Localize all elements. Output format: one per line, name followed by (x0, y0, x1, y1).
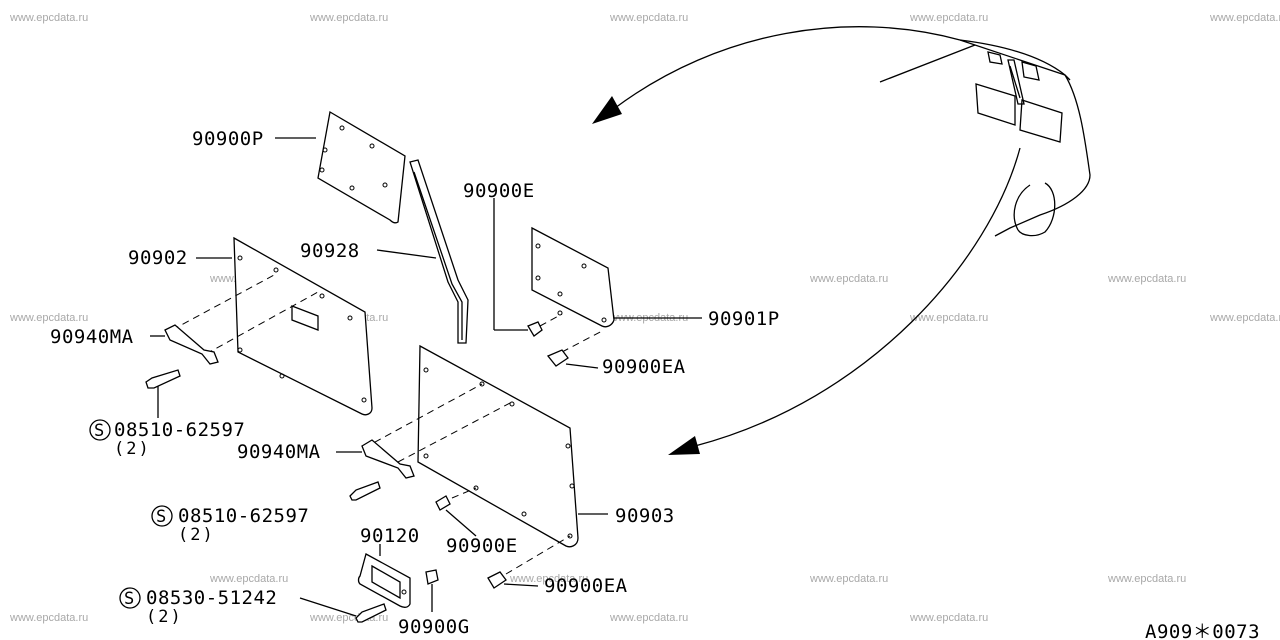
screw-08510-upper: S (89, 369, 181, 441)
label-qty-08510-upper: (2) (114, 439, 151, 459)
screw-symbol: S (156, 507, 166, 527)
label-90900G: 90900G (398, 616, 470, 638)
label-90903: 90903 (615, 505, 675, 527)
clip-90900G (425, 569, 439, 612)
handle-90940MA-upper (150, 324, 219, 365)
watermark: www.epcdata.ru (9, 312, 88, 324)
label-90940MA-lower: 90940MA (237, 441, 321, 463)
panel-90903 (363, 344, 608, 575)
label-90902: 90902 (128, 247, 188, 269)
watermark: www.epcdata.ru (9, 12, 88, 24)
watermark: www.epcdata.ru (1107, 573, 1186, 585)
watermark: www.epcdata.ru (609, 12, 688, 24)
screw-symbol-icon (151, 505, 173, 527)
watermark: www.epcdata.ru (1209, 12, 1280, 24)
watermark: www.epcdata.ru (909, 612, 988, 624)
label-90900E-lower: 90900E (446, 535, 518, 557)
watermark: www.epcdata.ru (209, 573, 288, 585)
panel-90901P (493, 198, 702, 369)
vehicle-outline (879, 39, 1091, 237)
label-qty-08510-lower: (2) (178, 525, 215, 545)
watermark: www.epcdata.ru (9, 612, 88, 624)
label-90900EA-lower: 90900EA (544, 575, 628, 597)
clip-90900EA-lower (487, 571, 539, 589)
screw-08530: S (119, 587, 387, 623)
label-90120: 90120 (360, 525, 420, 547)
label-90940MA-upper: 90940MA (50, 326, 134, 348)
watermark: www.epcdata.ru (909, 12, 988, 24)
label-90900P: 90900P (192, 128, 264, 150)
watermark: www.epcdata.ru (809, 273, 888, 285)
strip-90928 (376, 159, 469, 344)
label-08510-lower: 08510-62597 (178, 505, 309, 527)
screw-08510-lower: S (151, 481, 381, 527)
label-90901P: 90901P (708, 308, 780, 330)
label-qty-08530: (2) (146, 607, 183, 627)
screw-symbol-icon (119, 587, 141, 609)
watermarks: www.epcdata.ru www.epcdata.ru www.epcdat… (9, 12, 1280, 624)
screw-symbol: S (124, 589, 134, 609)
plate-90120 (357, 544, 411, 608)
watermark: www.epcdata.ru (1107, 273, 1186, 285)
panel-90900P (275, 110, 406, 224)
handle-90940MA-lower (336, 439, 415, 479)
watermark: www.epcdata.ru (809, 573, 888, 585)
watermark: www.epcdata.ru (309, 12, 388, 24)
label-08530: 08530-51242 (146, 587, 277, 609)
label-90900EA-upper: 90900EA (602, 356, 686, 378)
label-90900E-upper: 90900E (463, 180, 535, 202)
diagram-code: A909＊0073 (1145, 621, 1260, 640)
panel-90902 (171, 236, 373, 416)
watermark: www.epcdata.ru (509, 573, 588, 585)
watermark: www.epcdata.ru (609, 612, 688, 624)
screw-symbol-icon (89, 419, 111, 441)
pointer-arrows (592, 26, 1021, 455)
screw-symbol: S (94, 421, 104, 441)
label-08510-upper: 08510-62597 (114, 419, 245, 441)
watermark: www.epcdata.ru (909, 312, 988, 324)
clip-90900E-lower (435, 495, 477, 537)
label-90928: 90928 (300, 240, 360, 262)
watermark: www.epcdata.ru (1209, 312, 1280, 324)
